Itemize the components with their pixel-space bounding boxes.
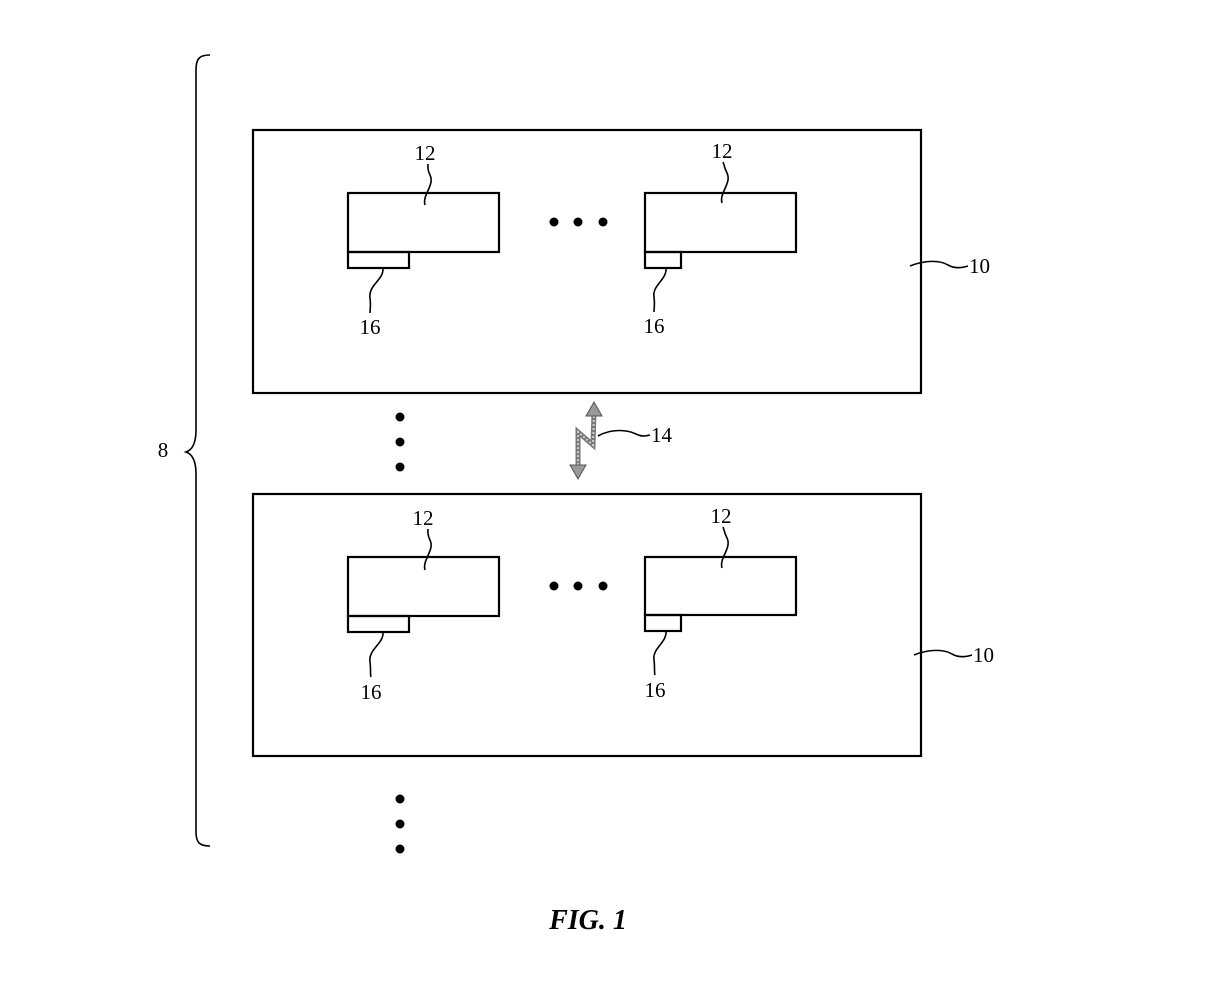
link-label: 14 xyxy=(651,423,673,447)
port-label: 16 xyxy=(361,680,382,704)
component-label: 12 xyxy=(712,139,733,163)
port-box xyxy=(643,250,683,270)
node-box xyxy=(251,128,923,395)
link-arrow xyxy=(577,411,595,465)
link-arrow xyxy=(575,411,597,465)
ellipsis-dot xyxy=(395,462,405,472)
leader-line xyxy=(369,631,384,678)
leader-line xyxy=(913,649,973,658)
component-box xyxy=(643,191,798,254)
node-top: 12 16 12 16 10 xyxy=(251,128,990,395)
component-box xyxy=(346,191,501,254)
leader-line xyxy=(720,161,729,204)
component-label: 12 xyxy=(711,504,732,528)
node-label: 10 xyxy=(973,643,994,667)
leader-line xyxy=(423,528,432,571)
ellipsis-dot xyxy=(395,412,405,422)
system-brace xyxy=(183,54,211,847)
leader-line xyxy=(423,163,432,206)
component-label: 12 xyxy=(415,141,436,165)
port-label: 16 xyxy=(645,678,666,702)
leader-line xyxy=(597,429,651,437)
node-box xyxy=(251,492,923,758)
port-box xyxy=(643,613,683,633)
leader-line xyxy=(720,526,729,569)
ellipsis-dot xyxy=(573,217,583,227)
arrowhead-down xyxy=(569,464,587,481)
port-label: 16 xyxy=(644,314,665,338)
component-box xyxy=(346,555,501,618)
figure-caption: FIG. 1 xyxy=(548,905,627,936)
component-label: 12 xyxy=(413,506,434,530)
component-box xyxy=(643,555,798,617)
ellipsis-dot xyxy=(549,217,559,227)
ellipsis-dot xyxy=(598,581,608,591)
ellipsis-dot xyxy=(395,794,405,804)
leader-line xyxy=(909,260,969,269)
port-box xyxy=(346,250,411,270)
leader-line xyxy=(653,630,667,676)
arrowhead-up xyxy=(585,400,603,417)
ellipsis-dot xyxy=(395,844,405,854)
node-bottom: 12 16 12 16 10 xyxy=(251,492,994,758)
communication-link: 14 xyxy=(569,400,673,481)
ellipsis-dot xyxy=(598,217,608,227)
system-label: 8 xyxy=(158,438,169,462)
node-label: 10 xyxy=(969,254,990,278)
port-box xyxy=(346,614,411,634)
port-label: 16 xyxy=(360,315,381,339)
leader-line xyxy=(653,267,667,313)
ellipsis-dot xyxy=(395,437,405,447)
ellipsis-dot xyxy=(573,581,583,591)
ellipsis-dot xyxy=(549,581,559,591)
leader-line xyxy=(369,267,384,314)
ellipsis-dot xyxy=(395,819,405,829)
